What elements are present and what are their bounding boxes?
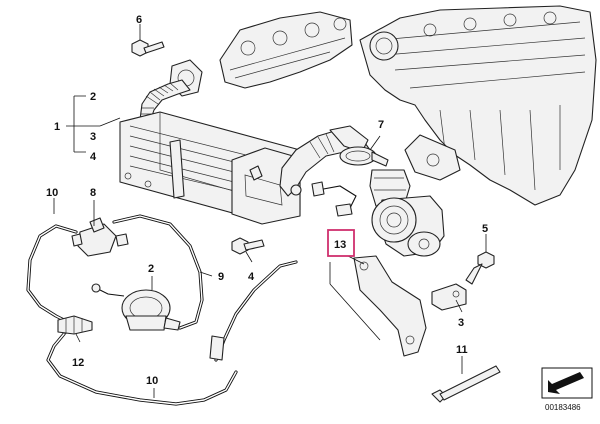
callout-9: 9 xyxy=(218,271,224,283)
vacuum-line-long xyxy=(209,260,298,362)
callout-13: 13 xyxy=(334,239,346,251)
vacuum-actuator-2 xyxy=(91,283,181,331)
clamp-7 xyxy=(339,146,389,167)
temperature-sensor-13 xyxy=(311,181,357,217)
callout-7: 7 xyxy=(378,119,384,131)
callout-1: 1 xyxy=(54,121,60,133)
highlight-box-13 xyxy=(327,229,355,257)
callout-2-lower: 2 xyxy=(148,263,154,275)
callout-3-top: 3 xyxy=(90,131,96,143)
solenoid-valve-8 xyxy=(71,217,129,257)
callout-10-top: 10 xyxy=(46,187,58,199)
mounting-bracket-3 xyxy=(353,255,467,357)
vacuum-hose-9 xyxy=(112,214,204,330)
exhaust-manifold xyxy=(219,11,353,89)
callout-3-lower: 3 xyxy=(458,317,464,329)
callout-4-lower: 4 xyxy=(248,271,255,283)
leader-lines xyxy=(53,95,463,398)
callout-8: 8 xyxy=(90,187,96,199)
arrow-icon xyxy=(548,372,584,394)
callout-10-bottom: 10 xyxy=(146,375,158,387)
corner-badge: 00183486 xyxy=(541,367,593,412)
intake-manifold xyxy=(359,5,597,206)
bolt-5 xyxy=(465,234,495,285)
egr-cooler xyxy=(119,111,301,225)
document-number: 00183486 xyxy=(545,403,581,412)
egr-pipe-flange xyxy=(139,59,203,123)
callout-12: 12 xyxy=(72,357,84,369)
callout-11: 11 xyxy=(456,344,468,356)
callout-2-top: 2 xyxy=(90,91,96,103)
callout-5: 5 xyxy=(482,223,488,235)
callout-6: 6 xyxy=(136,14,142,26)
vacuum-hose-10 xyxy=(26,224,238,406)
callout-4-top: 4 xyxy=(90,151,97,163)
hose-connector-12 xyxy=(57,315,93,335)
bolt-4 xyxy=(231,237,265,255)
bolt-11 xyxy=(431,365,501,403)
bolt-6 xyxy=(131,24,165,57)
egr-valve-body xyxy=(369,169,445,257)
